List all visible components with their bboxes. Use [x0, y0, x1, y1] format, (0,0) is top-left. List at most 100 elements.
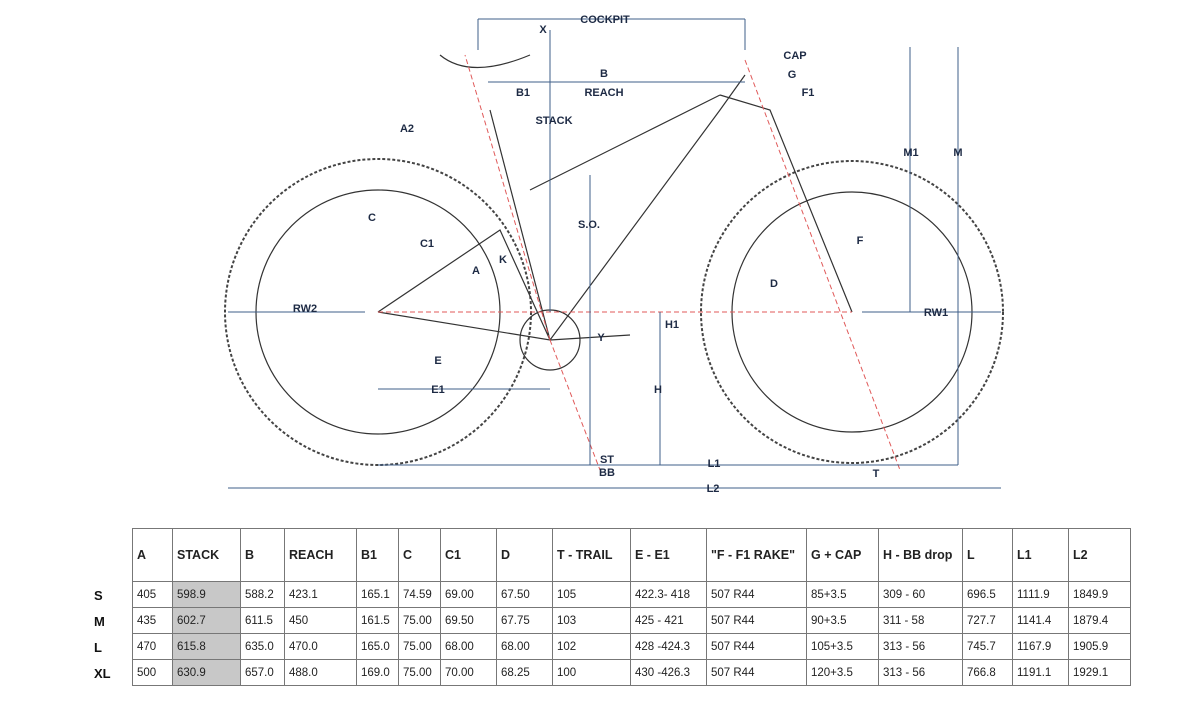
table-cell: 90+3.5 — [806, 607, 879, 634]
table-cell: 615.8 — [172, 633, 241, 660]
table-cell: 425 - 421 — [630, 607, 707, 634]
table-cell: 470 — [132, 633, 173, 660]
table-cell: 68.00 — [496, 633, 553, 660]
table-cell: 103 — [552, 607, 631, 634]
column-header: C — [398, 528, 441, 582]
table-cell: 68.00 — [440, 633, 497, 660]
svg-text:Y: Y — [597, 332, 605, 344]
table-cell: 611.5 — [240, 607, 285, 634]
svg-text:REACH: REACH — [584, 87, 623, 99]
svg-text:RW2: RW2 — [293, 303, 317, 315]
table-cell: 1849.9 — [1068, 581, 1131, 608]
svg-text:B: B — [600, 68, 608, 80]
column-header: B — [240, 528, 285, 582]
size-label: L — [94, 640, 102, 655]
column-header: L1 — [1012, 528, 1069, 582]
column-header: STACK — [172, 528, 241, 582]
table-cell: 165.1 — [356, 581, 399, 608]
column-header: C1 — [440, 528, 497, 582]
table-cell: 68.25 — [496, 659, 553, 686]
table-cell: 507 R44 — [706, 581, 807, 608]
svg-text:A: A — [472, 265, 480, 277]
table-cell: 423.1 — [284, 581, 357, 608]
svg-text:RW1: RW1 — [924, 307, 948, 319]
table-cell: 1905.9 — [1068, 633, 1131, 660]
svg-text:BB: BB — [599, 467, 615, 479]
svg-text:A2: A2 — [400, 123, 414, 135]
column-header: L2 — [1068, 528, 1131, 582]
table-cell: 657.0 — [240, 659, 285, 686]
table-cell: 598.9 — [172, 581, 241, 608]
column-header: H - BB drop — [878, 528, 963, 582]
table-cell: 1141.4 — [1012, 607, 1069, 634]
table-cell: 69.00 — [440, 581, 497, 608]
table-cell: 766.8 — [962, 659, 1013, 686]
table-cell: 102 — [552, 633, 631, 660]
table-cell: 100 — [552, 659, 631, 686]
table-cell: 1191.1 — [1012, 659, 1069, 686]
svg-text:S.O.: S.O. — [578, 219, 600, 231]
table-cell: 1167.9 — [1012, 633, 1069, 660]
column-header: REACH — [284, 528, 357, 582]
table-cell: 85+3.5 — [806, 581, 879, 608]
svg-text:STACK: STACK — [535, 115, 572, 127]
size-label: S — [94, 588, 103, 603]
bike-geometry-diagram: COCKPIT X CAP B G B1 REACH F1 STACK A2 M… — [224, 14, 1004, 495]
table-cell: 405 — [132, 581, 173, 608]
column-header: "F - F1 RAKE" — [706, 528, 807, 582]
svg-text:E: E — [434, 355, 441, 367]
column-header: L — [962, 528, 1013, 582]
table-cell: 630.9 — [172, 659, 241, 686]
svg-text:L2: L2 — [707, 483, 720, 495]
svg-text:T: T — [873, 468, 880, 480]
column-header: B1 — [356, 528, 399, 582]
svg-text:X: X — [539, 24, 547, 36]
table-cell: 75.00 — [398, 659, 441, 686]
table-cell: 435 — [132, 607, 173, 634]
column-header: E - E1 — [630, 528, 707, 582]
table-cell: 488.0 — [284, 659, 357, 686]
table-cell: 500 — [132, 659, 173, 686]
table-cell: 165.0 — [356, 633, 399, 660]
table-cell: 169.0 — [356, 659, 399, 686]
table-cell: 428 -424.3 — [630, 633, 707, 660]
table-cell: 309 - 60 — [878, 581, 963, 608]
svg-text:F1: F1 — [802, 87, 815, 99]
svg-text:B1: B1 — [516, 87, 530, 99]
table-cell: 67.50 — [496, 581, 553, 608]
column-header: D — [496, 528, 553, 582]
svg-text:C: C — [368, 212, 376, 224]
table-cell: 470.0 — [284, 633, 357, 660]
table-cell: 588.2 — [240, 581, 285, 608]
table-cell: 745.7 — [962, 633, 1013, 660]
column-header: T - TRAIL — [552, 528, 631, 582]
svg-text:F: F — [857, 235, 864, 247]
svg-text:G: G — [788, 69, 797, 81]
table-cell: 635.0 — [240, 633, 285, 660]
reference-lines — [378, 54, 901, 471]
svg-text:H: H — [654, 384, 662, 396]
table-cell: 507 R44 — [706, 633, 807, 660]
dimension-labels: COCKPIT X CAP B G B1 REACH F1 STACK A2 M… — [293, 14, 963, 495]
table-cell: 313 - 56 — [878, 659, 963, 686]
table-cell: 696.5 — [962, 581, 1013, 608]
column-header: A — [132, 528, 173, 582]
table-cell: 602.7 — [172, 607, 241, 634]
table-cell: 507 R44 — [706, 607, 807, 634]
column-header: G + CAP — [806, 528, 879, 582]
svg-text:C1: C1 — [420, 238, 434, 250]
table-cell: 120+3.5 — [806, 659, 879, 686]
svg-text:D: D — [770, 278, 778, 290]
svg-text:K: K — [499, 254, 507, 266]
table-cell: 727.7 — [962, 607, 1013, 634]
svg-text:H1: H1 — [665, 319, 679, 331]
svg-text:E1: E1 — [431, 384, 444, 396]
svg-text:L1: L1 — [708, 458, 721, 470]
table-cell: 507 R44 — [706, 659, 807, 686]
table-cell: 1879.4 — [1068, 607, 1131, 634]
